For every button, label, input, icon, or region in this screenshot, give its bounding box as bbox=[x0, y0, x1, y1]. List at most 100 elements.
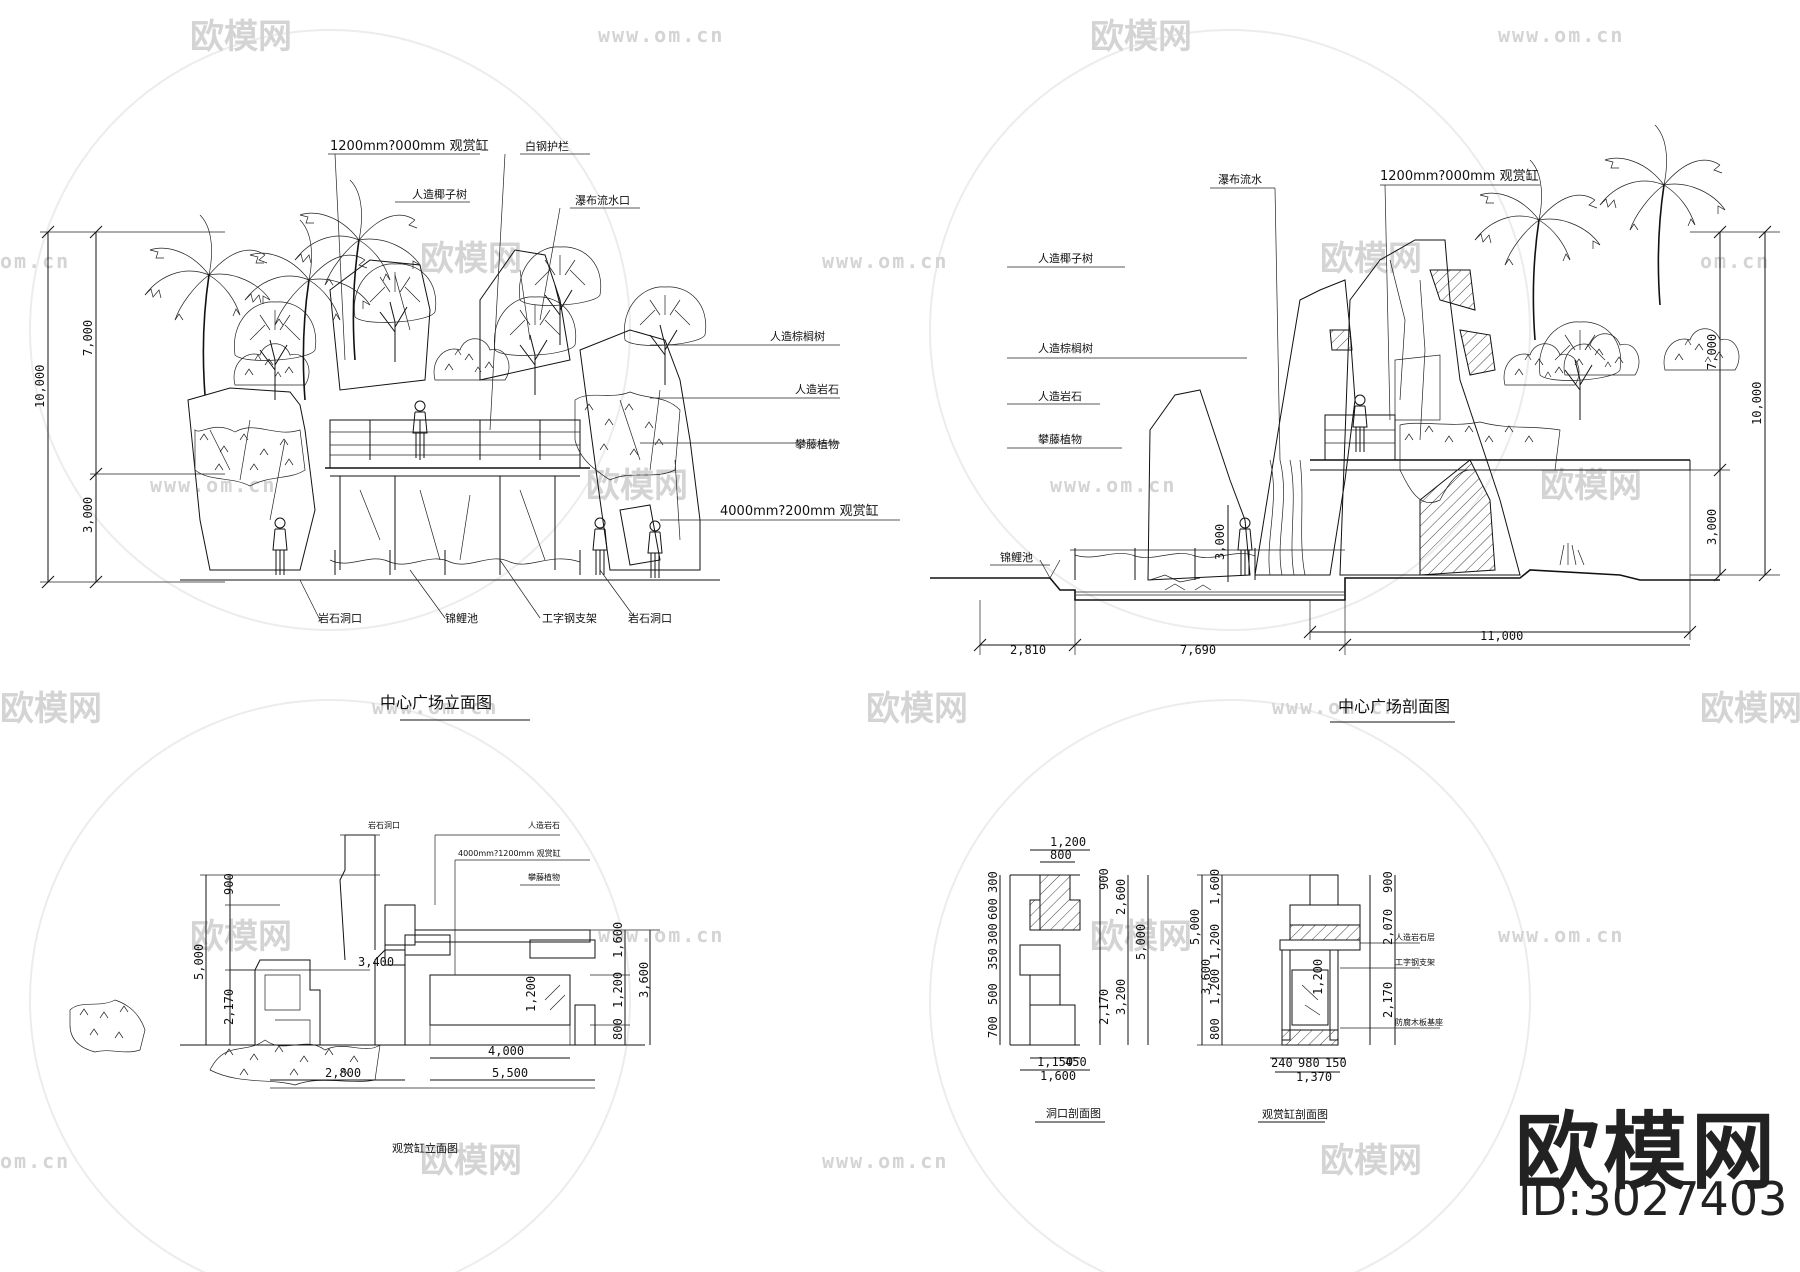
te-dim-r3: 800 bbox=[611, 1018, 625, 1040]
cs-dim-b1: 1,150 bbox=[1037, 1055, 1073, 1069]
watermark-layer: 欧模网 www.om.cn 欧模网 www.om.cn om.cn 欧模网 ww… bbox=[0, 17, 1800, 1272]
watermark-cn: 欧模网 bbox=[420, 1141, 522, 1181]
cave-section-title: 洞口剖面图 bbox=[1046, 1106, 1101, 1120]
tank-elevation-drawing: 900 5,000 2,170 3,400 1,600 1,200 800 3,… bbox=[69, 820, 660, 1155]
ts-dim-r1: 900 bbox=[1381, 871, 1395, 893]
te-label-vine: 攀藤植物 bbox=[528, 872, 560, 882]
sec-label-rock: 人造岩石 bbox=[1038, 389, 1082, 403]
te-dim-v3: 2,170 bbox=[222, 989, 236, 1025]
watermark-cn: 欧模网 bbox=[1540, 466, 1642, 506]
elevation-drawing: 10,000 7,000 3,000 bbox=[33, 138, 900, 721]
ts-dim-b2: 980 bbox=[1298, 1056, 1320, 1070]
watermark-cn: 欧模网 bbox=[1090, 17, 1192, 57]
te-dim-r2: 1,200 bbox=[611, 972, 625, 1008]
watermark-cn: 欧模网 bbox=[1700, 689, 1800, 729]
sec-label-koi: 锦鲤池 bbox=[1000, 550, 1033, 564]
tank-section-drawing: 1,600 1,200 3,600 1,200 800 5,000 900 2,… bbox=[1188, 869, 1443, 1123]
te-dim-v1: 900 bbox=[222, 873, 236, 895]
dim-lower: 3,000 bbox=[81, 497, 95, 533]
cs-dim-r3: 5,000 bbox=[1134, 924, 1148, 960]
cs-dim-top2: 800 bbox=[1050, 848, 1072, 862]
watermark-cn: 欧模网 bbox=[1320, 1141, 1422, 1181]
sec-label-tank-top: 1200mm?000mm 观赏缸 bbox=[1380, 168, 1539, 184]
sec-dim-d2: 7,690 bbox=[1180, 643, 1216, 657]
watermark-url: www.om.cn bbox=[822, 1149, 948, 1173]
brand-logo-text: 欧模网 bbox=[1515, 1103, 1780, 1201]
cs-dim-r4: 2,170 bbox=[1097, 989, 1111, 1025]
watermark-cn: 欧模网 bbox=[190, 17, 292, 57]
cs-dim-l3: 300 bbox=[986, 923, 1000, 945]
label-steel-frame: 工字钢支架 bbox=[542, 611, 597, 625]
brand-id: ID:3027403 bbox=[1518, 1172, 1788, 1226]
watermark-url: www.om.cn bbox=[150, 473, 276, 497]
te-dim-r1: 1,600 bbox=[611, 922, 625, 958]
ts-dim-b3: 150 bbox=[1325, 1056, 1347, 1070]
ts-dim-r3: 2,170 bbox=[1381, 982, 1395, 1018]
sec-label-palm: 人造棕榈树 bbox=[1038, 341, 1093, 355]
ts-dim-r2: 2,070 bbox=[1381, 909, 1395, 945]
cs-dim-top: 1,200 bbox=[1050, 835, 1086, 849]
watermark-url: www.om.cn bbox=[1498, 23, 1624, 47]
sec-dim-upper: 7,000 bbox=[1705, 334, 1719, 370]
te-dim-w2: 2,800 bbox=[325, 1066, 361, 1080]
te-dim-w1: 4,000 bbox=[488, 1044, 524, 1058]
sec-label-vine: 攀藤植物 bbox=[1038, 432, 1082, 446]
sec-dim-total: 10,000 bbox=[1750, 382, 1764, 425]
ts-dim-l3: 3,600 bbox=[1199, 959, 1213, 995]
label-tank-top: 1200mm?000mm 观赏缸 bbox=[330, 138, 489, 154]
watermark-url: www.om.cn bbox=[1498, 923, 1624, 947]
label-koi: 锦鲤池 bbox=[445, 611, 478, 625]
watermark-cn: 欧模网 bbox=[1090, 917, 1192, 957]
cave-section-drawing: 1,200 800 300 600 300 350 500 700 900 2,… bbox=[986, 835, 1149, 1123]
dim-upper: 7,000 bbox=[81, 320, 95, 356]
ts-dim-b4: 1,370 bbox=[1296, 1070, 1332, 1084]
elevation-title: 中心广场立面图 bbox=[380, 693, 492, 712]
ts-label-b: 工字钢支架 bbox=[1395, 957, 1435, 967]
te-dim-w3: 5,500 bbox=[492, 1066, 528, 1080]
label-waterfall-outlet: 瀑布流水口 bbox=[575, 193, 630, 207]
cs-dim-l1: 300 bbox=[986, 871, 1000, 893]
watermark-cn: 欧模网 bbox=[866, 689, 968, 729]
te-label-tank: 4000mm?1200mm 观赏缸 bbox=[458, 848, 561, 858]
label-cave1: 岩石洞口 bbox=[318, 611, 362, 625]
sec-label-coconut: 人造椰子树 bbox=[1038, 251, 1093, 265]
label-vine: 攀藤植物 bbox=[795, 437, 839, 451]
watermark-cn: 欧模网 bbox=[190, 917, 292, 957]
cs-dim-b2: 450 bbox=[1065, 1055, 1087, 1069]
dim-total: 10,000 bbox=[33, 365, 47, 408]
ts-dim-l6: 5,000 bbox=[1188, 909, 1202, 945]
cs-dim-r5: 3,200 bbox=[1114, 979, 1128, 1015]
sec-dim-d1: 2,810 bbox=[1010, 643, 1046, 657]
cs-dim-l2: 600 bbox=[986, 898, 1000, 920]
cs-dim-r1: 900 bbox=[1097, 868, 1111, 890]
watermark-cn: 欧模网 bbox=[420, 239, 522, 279]
sec-dim-lower: 3,000 bbox=[1705, 509, 1719, 545]
te-dim-v2: 5,000 bbox=[192, 944, 206, 980]
label-cave2: 岩石洞口 bbox=[628, 611, 672, 625]
watermark-url: om.cn bbox=[1700, 249, 1770, 273]
te-label-rock: 人造岩石 bbox=[528, 820, 560, 830]
section-title: 中心广场剖面图 bbox=[1338, 697, 1450, 716]
sec-dim-d3: 11,000 bbox=[1480, 629, 1523, 643]
sec-label-waterfall: 瀑布流水 bbox=[1218, 172, 1262, 186]
ts-label-a: 人造岩石层 bbox=[1395, 932, 1435, 942]
label-tank-side: 4000mm?200mm 观赏缸 bbox=[720, 503, 879, 519]
watermark-url: www.om.cn bbox=[598, 23, 724, 47]
te-dim-h1: 3,400 bbox=[358, 955, 394, 969]
watermark-url: om.cn bbox=[0, 1149, 70, 1173]
te-label-cave: 岩石洞口 bbox=[368, 820, 400, 830]
ts-dim-b1: 240 bbox=[1271, 1056, 1293, 1070]
section-drawing: 7,000 3,000 10,000 3,000 bbox=[930, 124, 1780, 723]
watermark-url: om.cn bbox=[0, 249, 70, 273]
te-dim-r4: 3,600 bbox=[637, 962, 651, 998]
watermark-url: www.om.cn bbox=[1272, 695, 1398, 719]
cs-dim-r2: 2,600 bbox=[1114, 879, 1128, 915]
ts-dim-l4: 1,200 bbox=[1208, 969, 1222, 1005]
watermark-url: www.om.cn bbox=[822, 249, 948, 273]
sec-dim-mid: 3,000 bbox=[1213, 524, 1227, 560]
watermark-url: www.om.cn bbox=[372, 695, 498, 719]
watermark-url: www.om.cn bbox=[598, 923, 724, 947]
label-palm: 人造棕榈树 bbox=[770, 329, 825, 343]
te-dim-inner: 1,200 bbox=[524, 976, 538, 1012]
ts-dim-l2: 1,200 bbox=[1208, 924, 1222, 960]
